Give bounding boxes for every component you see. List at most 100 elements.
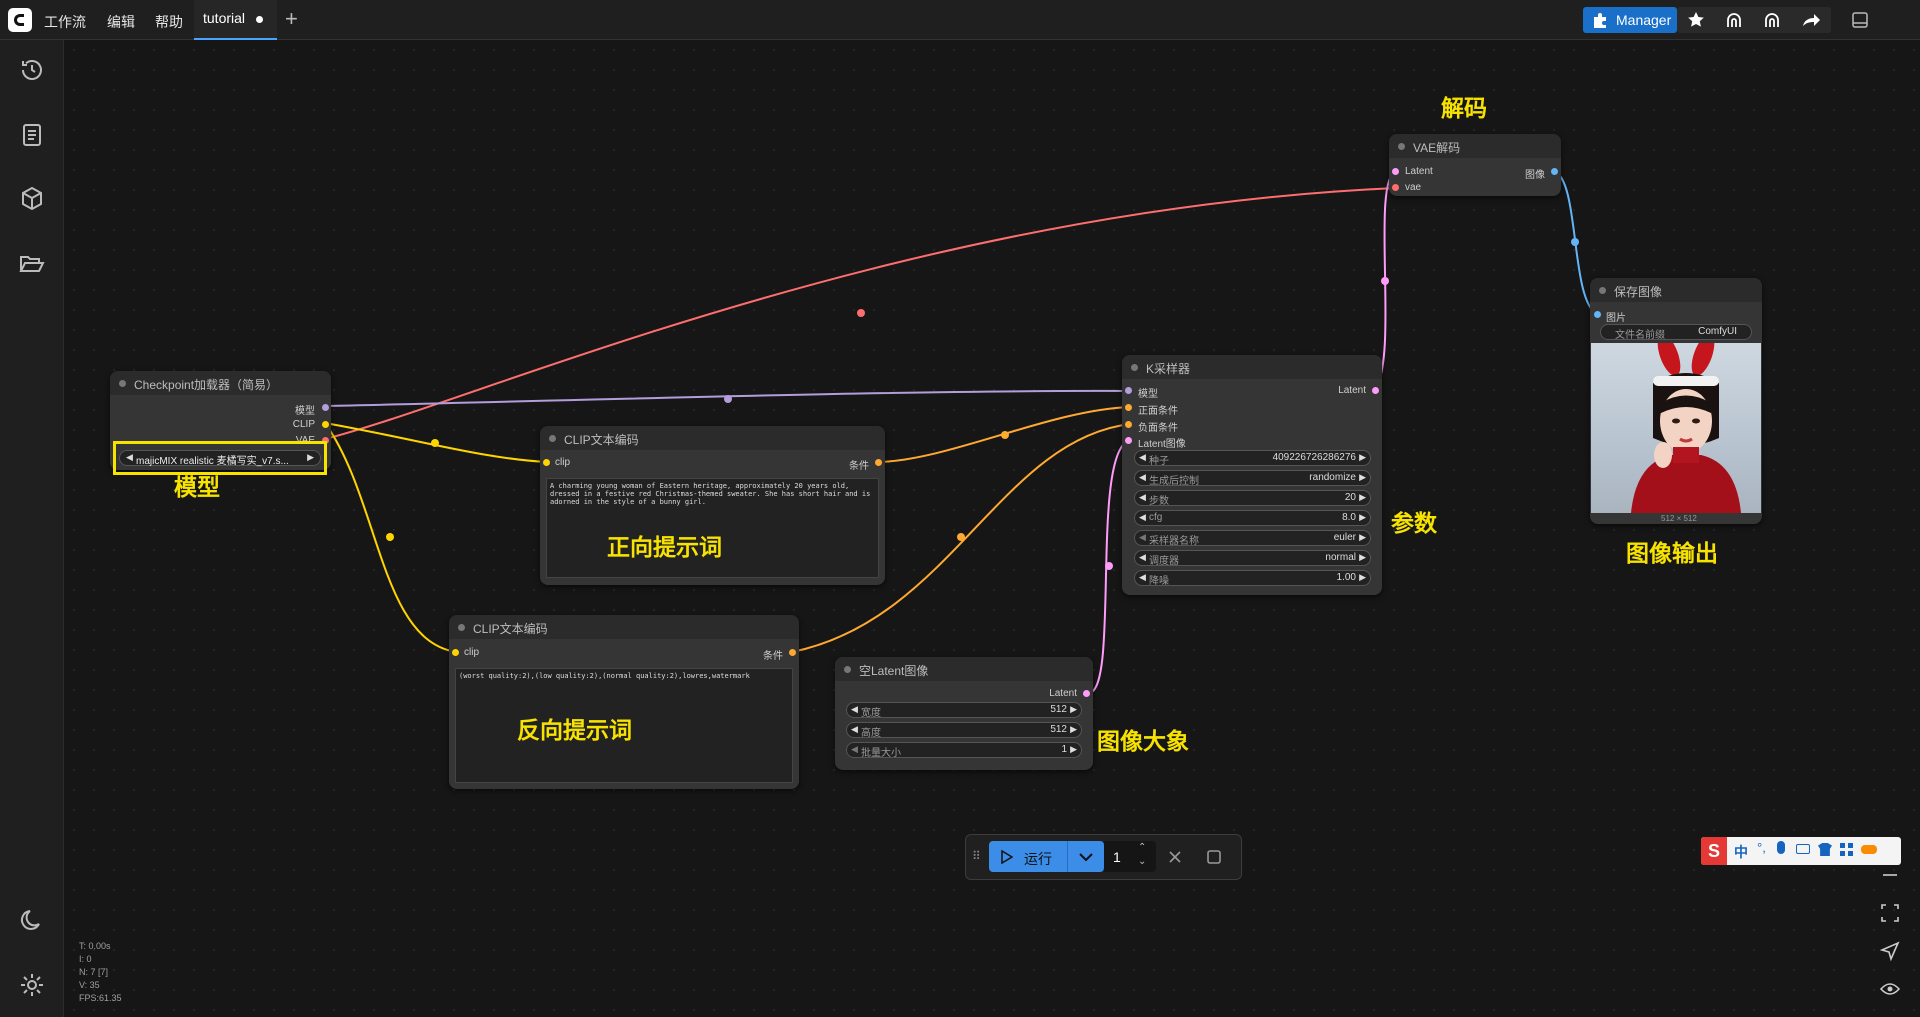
arrow-right-icon[interactable]: ▶	[1359, 572, 1366, 582]
width-widget[interactable]: ◀ 宽度 512 ▶	[846, 702, 1082, 719]
queue-list-icon[interactable]	[17, 120, 47, 150]
node-title-bar[interactable]: CLIP文本编码	[540, 426, 885, 450]
arrow-right-icon[interactable]: ▶	[1070, 704, 1077, 714]
arrow-right-icon[interactable]: ▶	[1359, 492, 1366, 502]
input-vae-socket[interactable]	[1392, 184, 1399, 191]
folder-open-icon[interactable]	[17, 249, 47, 279]
arrow-right-icon[interactable]: ▶	[1359, 452, 1366, 462]
collapse-dot-icon[interactable]	[119, 380, 126, 387]
output-model-socket[interactable]	[322, 404, 329, 411]
arrow-left-icon[interactable]: ◀	[851, 724, 858, 734]
arrow-left-icon[interactable]: ◀	[1139, 452, 1146, 462]
arrow-left-icon[interactable]: ◀	[851, 744, 858, 754]
arrow-right-icon[interactable]: ▶	[307, 452, 314, 462]
history-icon[interactable]	[17, 55, 47, 85]
drag-handle-icon[interactable]: ⠿	[972, 849, 981, 863]
zoom-out-icon[interactable]	[1870, 860, 1910, 890]
manager-button[interactable]: Manager	[1583, 7, 1677, 33]
arrow-right-icon[interactable]: ▶	[1359, 532, 1366, 542]
arrow-left-icon[interactable]: ◀	[1139, 512, 1146, 522]
denoise-widget[interactable]: ◀ 降噪 1.00 ▶	[1134, 570, 1371, 587]
panel-toggle-icon[interactable]	[1850, 10, 1870, 30]
toggle-links-eye-icon[interactable]	[1870, 974, 1910, 1004]
collapse-dot-icon[interactable]	[844, 666, 851, 673]
input-images-socket[interactable]	[1594, 311, 1601, 318]
tab-tutorial[interactable]: tutorial	[194, 0, 277, 40]
routing-icon[interactable]	[1715, 7, 1753, 33]
node-title-bar[interactable]: Checkpoint加载器（简易）	[110, 371, 331, 395]
node-ksampler[interactable]: K采样器 模型 正面条件 负面条件 Latent图像 Latent ◀ 种子 4…	[1122, 355, 1382, 595]
node-title-bar[interactable]: CLIP文本编码	[449, 615, 799, 639]
new-tab-plus-icon[interactable]: +	[285, 6, 298, 31]
gamepad-icon[interactable]	[1861, 845, 1877, 854]
input-positive-socket[interactable]	[1125, 404, 1132, 411]
comfyui-logo[interactable]	[8, 8, 32, 32]
star-icon[interactable]	[1677, 7, 1715, 33]
arrow-left-icon[interactable]: ◀	[1139, 532, 1146, 542]
fit-view-icon[interactable]	[1870, 898, 1910, 928]
increment-icon[interactable]: ⌃	[1138, 842, 1147, 853]
menu-help[interactable]: 帮助	[155, 14, 183, 30]
cancel-close-icon[interactable]	[1167, 849, 1183, 865]
node-empty-latent-image[interactable]: 空Latent图像 Latent ◀ 宽度 512 ▶ ◀ 高度 512 ▶ ◀…	[835, 657, 1093, 770]
collapse-dot-icon[interactable]	[1131, 364, 1138, 371]
arrow-right-icon[interactable]: ▶	[1359, 552, 1366, 562]
output-conditioning-socket[interactable]	[875, 459, 882, 466]
batch-size-widget[interactable]: ◀ 批量大小 1 ▶	[846, 742, 1082, 759]
sampler-name-widget[interactable]: ◀ 采样器名称 euler ▶	[1134, 530, 1371, 547]
collapse-dot-icon[interactable]	[1398, 143, 1405, 150]
moon-icon[interactable]	[17, 905, 47, 935]
node-clip-text-encode-positive[interactable]: CLIP文本编码 clip 条件 A charming young woman …	[540, 426, 885, 585]
arrow-right-icon[interactable]: ▶	[1070, 724, 1077, 734]
ckpt-name-combo[interactable]: ◀ majicMIX realistic 麦橘写实_v7.s... ▶	[119, 450, 321, 467]
steps-widget[interactable]: ◀ 步数 20 ▶	[1134, 490, 1371, 507]
ime-mode-label[interactable]: 中	[1734, 844, 1748, 860]
sogou-logo-icon[interactable]: S	[1701, 837, 1727, 865]
input-latent-socket[interactable]	[1125, 437, 1132, 444]
filename-prefix-widget[interactable]: 文件名前缀 ComfyUI	[1600, 324, 1752, 341]
skin-shirt-icon[interactable]	[1818, 843, 1832, 856]
arrow-left-icon[interactable]: ◀	[1139, 492, 1146, 502]
arrow-left-icon[interactable]: ◀	[1139, 472, 1146, 482]
arrow-right-icon[interactable]: ▶	[1070, 744, 1077, 754]
arrow-left-icon[interactable]: ◀	[1139, 552, 1146, 562]
run-button[interactable]: 运行	[989, 841, 1104, 872]
positive-prompt-textarea[interactable]: A charming young woman of Eastern herita…	[546, 478, 879, 578]
output-vae-socket[interactable]	[322, 437, 329, 444]
input-model-socket[interactable]	[1125, 387, 1132, 394]
node-title-bar[interactable]: 保存图像	[1590, 278, 1762, 302]
node-vae-decode[interactable]: VAE解码 Latent vae 图像	[1389, 134, 1561, 196]
navigate-arrow-icon[interactable]	[1870, 936, 1910, 966]
cfg-widget[interactable]: ◀ cfg 8.0 ▶	[1134, 510, 1371, 526]
model-cube-icon[interactable]	[17, 184, 47, 214]
arrow-left-icon[interactable]: ◀	[126, 452, 133, 462]
output-conditioning-socket[interactable]	[789, 649, 796, 656]
batch-count-input[interactable]: 1 ⌃ ⌄	[1104, 841, 1156, 872]
arrow-right-icon[interactable]: ▶	[1359, 472, 1366, 482]
node-title-bar[interactable]: K采样器	[1122, 355, 1382, 379]
chevron-down-icon[interactable]	[1079, 852, 1093, 862]
collapse-dot-icon[interactable]	[458, 624, 465, 631]
menu-edit[interactable]: 编辑	[107, 14, 135, 30]
input-negative-socket[interactable]	[1125, 421, 1132, 428]
node-title-bar[interactable]: 空Latent图像	[835, 657, 1093, 681]
control-after-generate-widget[interactable]: ◀ 生成后控制 randomize ▶	[1134, 470, 1371, 487]
decrement-icon[interactable]: ⌄	[1138, 856, 1147, 867]
toolbox-grid-icon[interactable]	[1840, 843, 1853, 856]
node-save-image[interactable]: 保存图像 图片 文件名前缀 ComfyUI 512 × 512	[1590, 278, 1762, 524]
node-clip-text-encode-negative[interactable]: CLIP文本编码 clip 条件 (worst quality:2),(low …	[449, 615, 799, 789]
settings-gear-icon[interactable]	[17, 970, 47, 1000]
input-clip-socket[interactable]	[452, 649, 459, 656]
node-title-bar[interactable]: VAE解码	[1389, 134, 1561, 158]
output-image-preview[interactable]	[1591, 343, 1761, 513]
input-latent-socket[interactable]	[1392, 168, 1399, 175]
height-widget[interactable]: ◀ 高度 512 ▶	[846, 722, 1082, 739]
output-latent-socket[interactable]	[1083, 690, 1090, 697]
collapse-dot-icon[interactable]	[549, 435, 556, 442]
scheduler-widget[interactable]: ◀ 调度器 normal ▶	[1134, 550, 1371, 567]
arrow-left-icon[interactable]: ◀	[1139, 572, 1146, 582]
input-clip-socket[interactable]	[543, 459, 550, 466]
output-latent-socket[interactable]	[1372, 387, 1379, 394]
arrow-left-icon[interactable]: ◀	[851, 704, 858, 714]
microphone-icon[interactable]	[1777, 841, 1785, 854]
